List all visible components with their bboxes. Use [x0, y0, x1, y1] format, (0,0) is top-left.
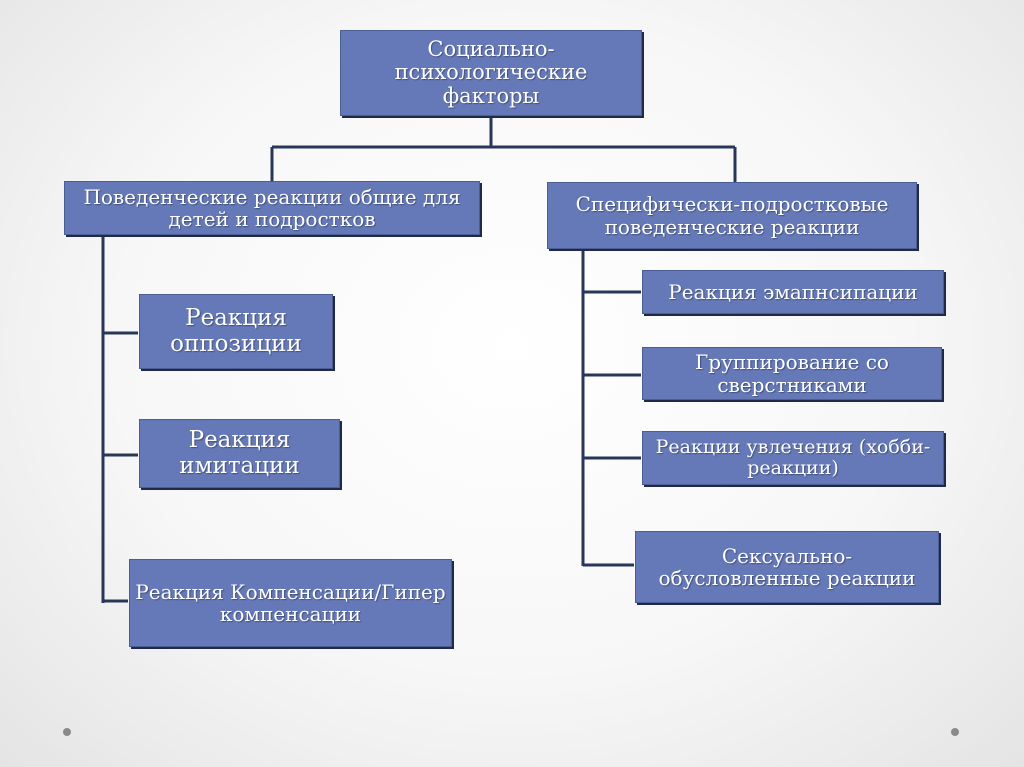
right-item-emancipation: Реакция эмапнсипации: [642, 270, 944, 314]
right-item-label: Сексуально-обусловленные реакции: [658, 543, 916, 590]
right-item-label: Группирование со сверстниками: [695, 350, 889, 397]
right-item-label: Реакция эмапнсипации: [668, 279, 918, 304]
corner-dot-right: [951, 728, 959, 736]
root-node-label: Социально-психологические факторы: [394, 36, 588, 108]
left-item-compensation: Реакция Компенсации/Гиперкомпенсации: [129, 559, 452, 647]
left-item-opposition: Реакция оппозиции: [139, 294, 333, 369]
right-branch-label: Специфически-подростковые поведенческие …: [575, 192, 889, 239]
root-node: Социально-психологические факторы: [340, 30, 642, 116]
corner-dot-left: [63, 728, 71, 736]
left-item-label: Реакция оппозиции: [170, 304, 302, 357]
left-item-imitation: Реакция имитации: [139, 419, 340, 488]
left-item-label: Реакция Компенсации/Гиперкомпенсации: [135, 579, 446, 626]
right-branch-node: Специфически-подростковые поведенческие …: [547, 182, 917, 249]
left-branch-node: Поведенческие реакции общие для детей и …: [64, 181, 480, 235]
right-item-sexual: Сексуально-обусловленные реакции: [635, 531, 939, 603]
right-item-grouping: Группирование со сверстниками: [642, 347, 942, 400]
right-item-label: Реакции увлечения (хобби-реакции): [655, 435, 931, 479]
left-item-label: Реакция имитации: [179, 426, 300, 479]
left-branch-label: Поведенческие реакции общие для детей и …: [83, 184, 461, 231]
right-item-hobby: Реакции увлечения (хобби-реакции): [642, 431, 944, 485]
